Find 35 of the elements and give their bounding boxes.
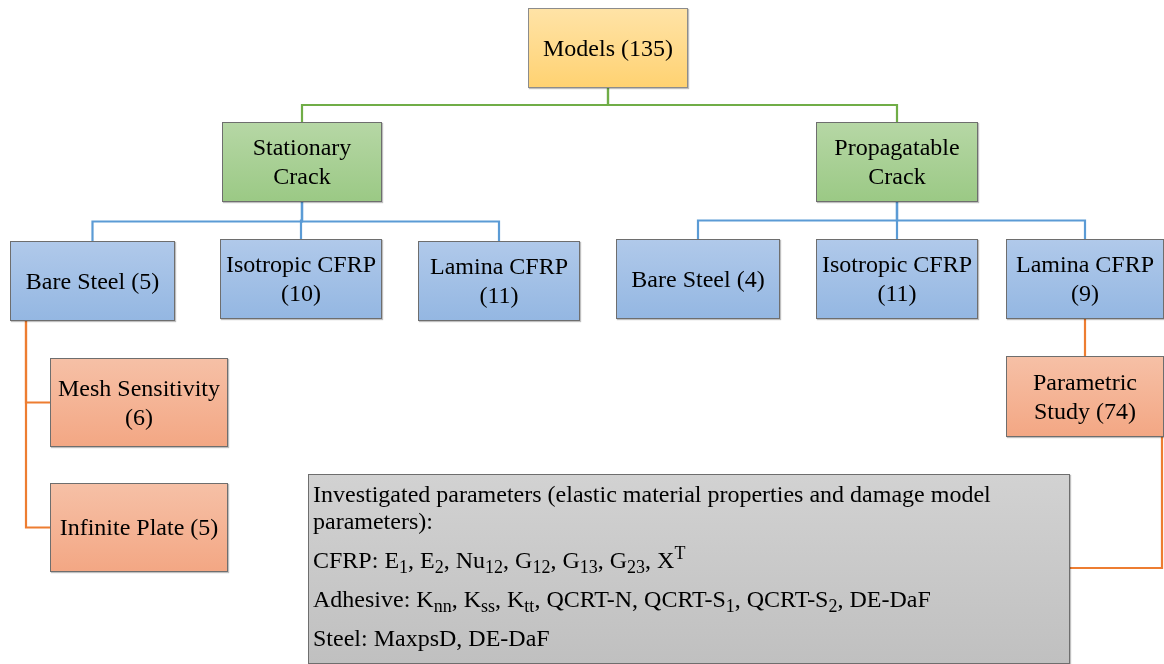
- box-label: Propagatable Crack: [833, 133, 961, 191]
- root-box: [528, 8, 688, 88]
- parameter-list: Adhesive: K$_{nn}$, K$_{ss}$, K$_{tt}$, QCRT-N, QCRT-S$_{1}$, QCRT-S$_{2}$, DE-DaF: [313, 586, 931, 613]
- parameter-list: CFRP: E$_{1}$, E$_{2}$, Nu$_{12}$, G$_{12}$, G$_{13}$, G$_{23}$, X$^{T}$: [313, 547, 686, 574]
- box-label: Lamina CFRP (9): [1015, 250, 1155, 308]
- study-box: [50, 358, 228, 447]
- connector-line: [1070, 437, 1164, 570]
- box-label: Isotropic CFRP (11): [821, 250, 973, 308]
- connector-line: [300, 202, 501, 241]
- note-heading: Investigated parameters (elastic material properties and damage model parameters):: [313, 481, 992, 535]
- box-label: Isotropic CFRP (10): [225, 250, 377, 308]
- note-box: [308, 474, 1070, 664]
- connector-line: [1083, 319, 1087, 356]
- category-box: [222, 122, 382, 202]
- box-label: Mesh Sensitivity (6): [57, 373, 221, 432]
- model-box: [220, 239, 382, 319]
- study-box: [1006, 356, 1164, 437]
- box-label: Infinite Plate (5): [58, 513, 220, 542]
- box-label: Models (135): [542, 33, 674, 63]
- connector-line: [24, 321, 50, 529]
- connector-line: [606, 88, 899, 122]
- connector-line: [895, 202, 1087, 239]
- model-box: [10, 241, 175, 321]
- model-box: [616, 239, 780, 319]
- box-label: Bare Steel (4): [630, 264, 766, 294]
- parameter-list: Steel: MaxpsD, DE-DaF: [313, 625, 550, 652]
- model-box: [816, 239, 978, 319]
- model-box: [1006, 239, 1164, 319]
- box-label: Parametric Study (74): [1032, 367, 1138, 426]
- box-label: Lamina CFRP (11): [429, 252, 569, 310]
- study-box: [50, 483, 228, 572]
- model-box: [418, 241, 580, 321]
- box-label: Stationary Crack: [251, 133, 353, 191]
- box-label: Bare Steel (5): [24, 266, 161, 296]
- category-box: [816, 122, 978, 202]
